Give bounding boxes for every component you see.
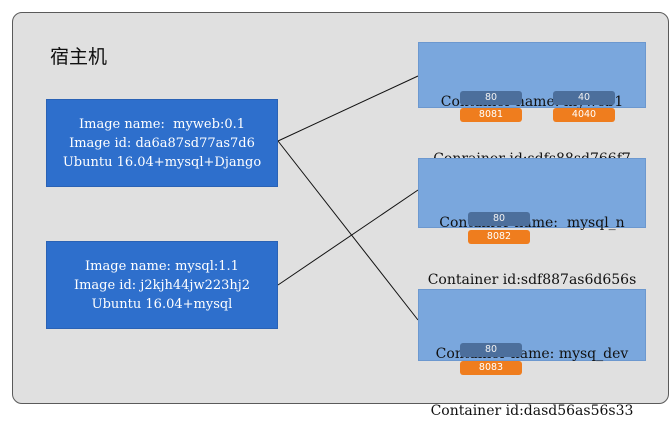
container-box-mysq-dev: Container name: mysq_dev Container id:da…: [418, 289, 646, 419]
internal-port: 80: [460, 343, 522, 357]
internal-port: 80: [468, 212, 530, 226]
internal-port: 40: [553, 91, 615, 105]
container-id: Container id:sdf887as6d656s: [427, 272, 637, 288]
image-box-mysql: Image name: mysql:1.1 Image id: j2kjh44j…: [46, 241, 278, 329]
image-name: Image name: myweb:0.1: [78, 116, 246, 132]
host-machine-title: 宿主机: [50, 46, 108, 68]
external-port: 8083: [460, 361, 522, 375]
image-id: Image id: j2kjh44jw223hj2: [73, 277, 251, 293]
external-port: 8082: [468, 230, 530, 244]
internal-port: 80: [460, 91, 522, 105]
image-name: Image name: mysql:1.1: [85, 258, 239, 274]
container-name: Container name: mysql_n: [439, 215, 625, 231]
image-os: Ubuntu 16.04+mysql+Django: [62, 154, 262, 170]
container-box-mysql-n: Container name: mysql_n Container id:sdf…: [418, 158, 646, 288]
external-port: 4040: [553, 108, 615, 122]
image-id: Image id: da6a87sd77as7d6: [69, 135, 255, 151]
image-os: Ubuntu 16.04+mysql: [91, 296, 233, 312]
container-name: Container name: mysq_dev: [435, 346, 629, 362]
image-box-myweb: Image name: myweb:0.1 Image id: da6a87sd…: [46, 99, 278, 187]
external-port: 8081: [460, 108, 522, 122]
